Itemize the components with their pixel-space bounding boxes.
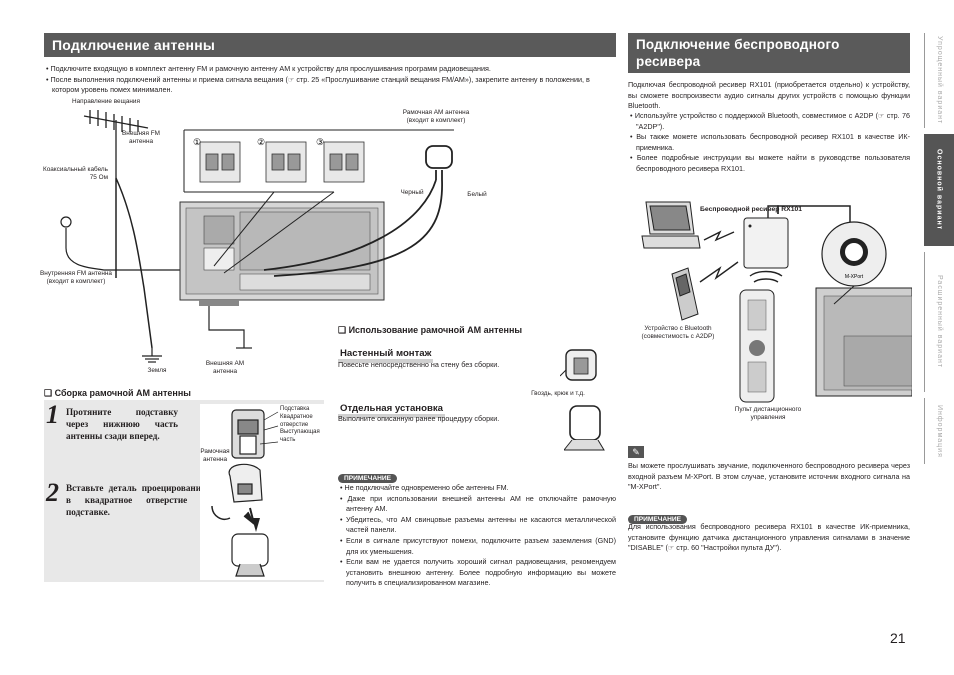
fm-indoor-antenna-icon <box>60 216 214 271</box>
label-white: Белый <box>467 191 487 198</box>
terminal-step-boxes <box>199 141 365 183</box>
middle-note-3: • Убедитесь, что AM свинцовые разъемы ан… <box>340 514 616 535</box>
wall-mount-title: Настенный монтаж <box>338 348 434 363</box>
step-marker-2: ② <box>257 137 265 147</box>
tab-information[interactable]: Информация <box>924 398 954 464</box>
tab-advanced[interactable]: Расширенный вариант <box>924 252 954 392</box>
right-tip: Вы можете прослушивать звучание, подключ… <box>628 461 910 492</box>
assembly-heading: ❑ Сборка рамочной AM антенны <box>44 388 191 398</box>
label-mxport: M-XPort <box>845 274 864 280</box>
right-bullets: • Используйте устройство с поддержкой Bl… <box>628 111 910 175</box>
wall-mount-illustration <box>560 349 597 381</box>
step2-text: Вставьте деталь проецирования в квадратн… <box>66 483 206 518</box>
label-remote: Пульт дистанционного управления <box>734 406 802 422</box>
left-title-bar: Подключение антенны <box>44 33 616 57</box>
right-note-label: ПРИМЕЧАНИЕ <box>628 515 688 524</box>
label-ground: Земля <box>147 367 167 374</box>
right-bullet-3: • Более подробные инструкции вы можете н… <box>630 153 911 173</box>
label-stand: Подставка <box>280 406 310 412</box>
middle-note-2: • Даже при использовании внешней антенны… <box>340 493 617 514</box>
pencil-tip-icon: ✎ <box>628 446 644 458</box>
label-bt-device: Устройство с Bluetooth (совместимость с … <box>641 325 715 341</box>
rx101-receiver-icon <box>743 217 789 269</box>
label-broadcast-direction: Направление вещания <box>72 98 140 105</box>
left-bullet-2: • После выполнения подключений антенны и… <box>46 74 590 95</box>
step1-number: 1 <box>46 400 59 429</box>
ground-icon <box>142 348 162 363</box>
label-coax: Коаксиальный кабель 75 Ом <box>42 166 108 182</box>
tab-simplified[interactable]: Упрощенный вариант <box>924 33 954 128</box>
bluetooth-phone-icon <box>671 267 699 321</box>
right-note-label-wrap: ПРИМЕЧАНИЕ <box>628 508 688 526</box>
left-bullets: • Подключите входящую в комплект антенну… <box>44 64 616 96</box>
step-marker-3: ③ <box>316 137 324 147</box>
right-note: Для использования беспроводного ресивера… <box>628 522 910 553</box>
standalone-title-wrap: Отдельная установка <box>338 398 446 418</box>
assembly-illustration <box>200 404 324 580</box>
label-black: Черный <box>400 189 424 196</box>
middle-note-label-wrap: ПРИМЕЧАНИЕ <box>338 467 398 485</box>
label-loop: Рамочная антенна <box>200 448 230 464</box>
step2-number: 2 <box>46 478 59 507</box>
laptop-icon <box>641 201 701 249</box>
right-bullet-1: • Используйте устройство с поддержкой Bl… <box>630 111 910 131</box>
middle-note-4: • Если в сигнале присутствуют помехи, по… <box>340 535 616 556</box>
label-am-loop: Рамочная AM антенна (входит в комплект) <box>402 109 470 125</box>
right-bullet-2: • Вы также можете использовать беспровод… <box>630 132 910 152</box>
fm-outdoor-antenna-icon <box>83 110 149 178</box>
assembly-labels: Подставка Квадратное отверстие Выступающ… <box>280 406 324 445</box>
label-square-hole: Квадратное отверстие <box>280 413 313 428</box>
tab-main[interactable]: Основной вариант <box>924 134 954 246</box>
bluetooth-diagram: M-XPort <box>641 201 912 403</box>
am-loop-antenna-icon <box>263 145 453 277</box>
right-title-line2: (RX101) <box>636 71 688 86</box>
middle-note-label: ПРИМЕЧАНИЕ <box>338 474 398 483</box>
label-protruding: Выступающая часть <box>280 429 320 444</box>
standalone-illustration <box>564 405 605 451</box>
label-fm-indoor: Внутренняя FM антенна (входит в комплект… <box>40 270 112 286</box>
right-intro: Подключая беспроводной ресивер RX101 (пр… <box>628 80 910 111</box>
label-fm-outdoor: Внешняя FM антенна <box>122 130 160 146</box>
step1-text: Протяните подставку через нижнюю часть а… <box>66 407 178 442</box>
wall-mount-text: Повесьте непосредственно на стену без сб… <box>338 360 500 369</box>
receiver-panel-icon <box>815 287 912 397</box>
right-title-bar: Подключение беспроводного ресивера (RX10… <box>628 33 910 86</box>
wall-mount-title-wrap: Настенный монтаж <box>338 343 434 363</box>
remote-control-icon <box>739 289 775 403</box>
loop-usage-heading: ❑ Использование рамочной AM антенны <box>338 325 523 335</box>
label-rx101: Беспроводной ресивер RX101 <box>700 206 803 213</box>
right-title-line1: Подключение беспроводного ресивера <box>636 37 840 69</box>
left-bullet-1: • Подключите входящую в комплект антенну… <box>46 64 491 73</box>
label-nail: Гвоздь, крюк и т.д. <box>531 390 585 397</box>
step-marker-1: ① <box>193 137 201 147</box>
label-am-outdoor: Внешняя AM антенна <box>205 360 245 376</box>
standalone-title: Отдельная установка <box>338 403 446 418</box>
middle-note-5: • Если вам не удается получить хороший с… <box>340 557 617 588</box>
receiver-back-panel-icon <box>179 201 385 306</box>
middle-note-1: • Не подключайте одновременно обе антенн… <box>340 483 509 492</box>
page-number: 21 <box>890 630 906 646</box>
middle-notes: • Не подключайте одновременно обе антенн… <box>338 483 616 589</box>
standalone-text: Выполните описанную ранее процедуру сбор… <box>338 414 500 423</box>
m-xport-zoom-icon <box>821 221 887 305</box>
antenna-connection-diagram: ① ② ③ <box>60 110 454 363</box>
